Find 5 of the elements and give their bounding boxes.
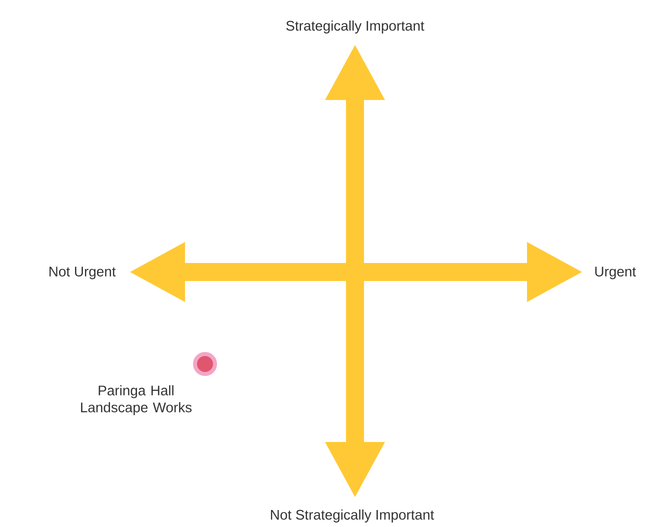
point-label: Paringa Hall Landscape Works <box>81 385 192 416</box>
axis-label: Not Urgent <box>50 266 116 280</box>
axis-label: Strategically Important <box>286 20 424 34</box>
axis-label: Not Strategically Important <box>270 509 434 522</box>
axis-label: Urgent <box>595 266 636 280</box>
